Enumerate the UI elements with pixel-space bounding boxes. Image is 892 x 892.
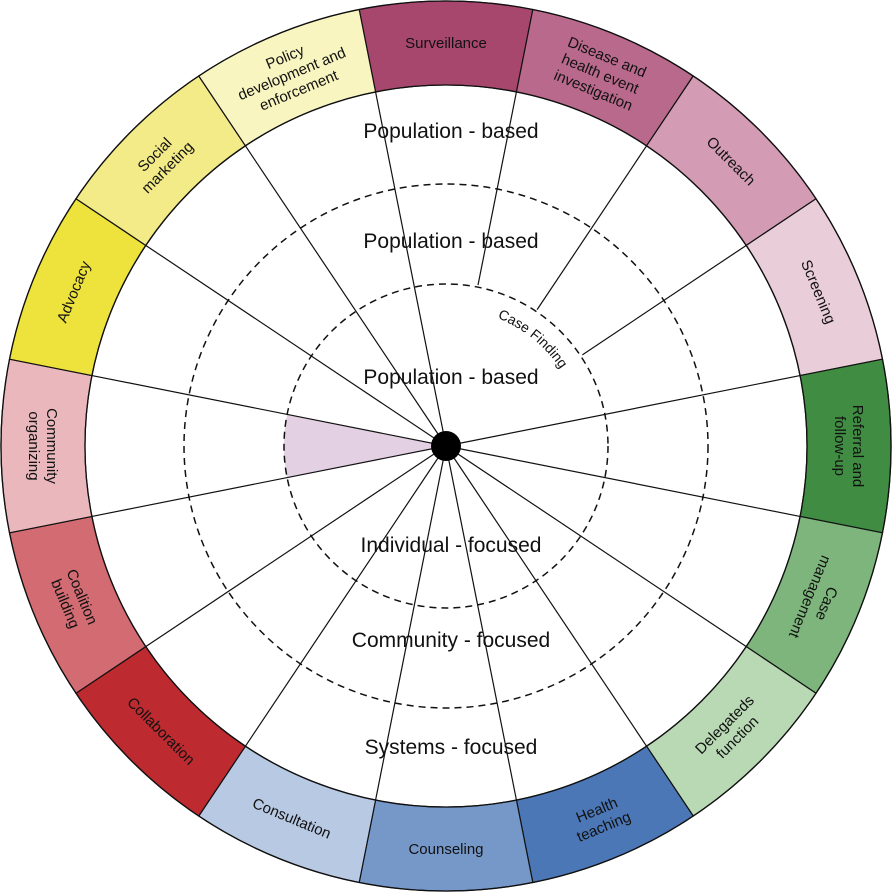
spoke	[145, 445, 447, 648]
spokes	[91, 91, 801, 801]
dashed-circle-inner	[283, 283, 609, 609]
spoke	[91, 445, 447, 518]
ring-inner-circle	[84, 84, 808, 808]
center-hub	[431, 431, 461, 461]
case-finding-label: Case Finding	[496, 306, 571, 371]
segment-label-line: follow-up	[831, 416, 848, 476]
spoke	[445, 445, 747, 648]
spoke	[582, 244, 747, 356]
level-individual: Individual - focused	[361, 534, 542, 557]
spoke	[145, 244, 447, 447]
spoke	[477, 91, 518, 286]
spoke	[244, 145, 447, 447]
level-population-middle: Population - based	[363, 230, 538, 253]
level-systems: Systems - focused	[365, 736, 538, 759]
level-population-inner: Population - based	[363, 366, 538, 389]
spoke	[374, 445, 447, 801]
spoke	[536, 145, 648, 310]
dashed-circle-outer	[183, 183, 709, 709]
spoke	[445, 445, 518, 801]
level-population-outer: Population - based	[363, 120, 538, 143]
highlighted-wedge	[284, 414, 446, 478]
level-community: Community - focused	[352, 629, 550, 652]
segment-label-line: Surveillance	[405, 35, 487, 52]
spoke	[374, 91, 447, 447]
segment-label: Surveillance	[405, 35, 487, 52]
segment-label-line: Counseling	[408, 841, 483, 858]
segment-label: Counseling	[408, 841, 483, 858]
spoke	[445, 374, 801, 447]
segment-label-line: Community	[43, 408, 60, 484]
spoke	[445, 445, 648, 747]
spoke	[445, 445, 801, 518]
segment-label-line: organizing	[25, 411, 42, 480]
spoke	[91, 374, 447, 447]
spoke	[244, 445, 447, 747]
segment-label-line: Referral and	[849, 405, 866, 488]
